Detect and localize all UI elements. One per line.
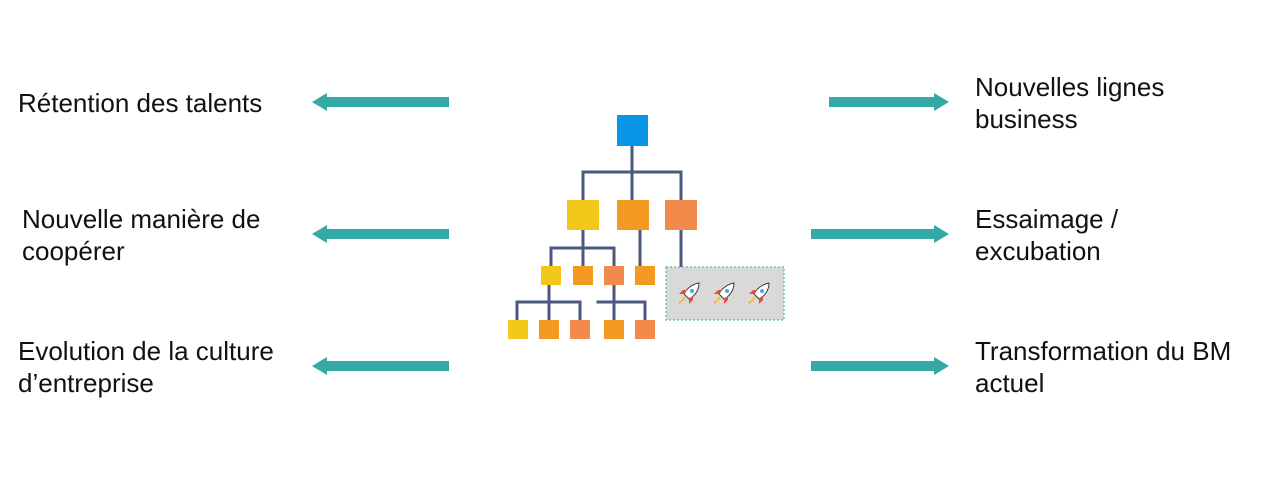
node-l1-orange: [617, 200, 649, 230]
label-transformation-bm: Transformation du BM actuel: [975, 336, 1232, 398]
label-nouvelles-lignes-business: Nouvelles lignes business: [975, 72, 1165, 134]
node-l3-1: [508, 320, 528, 339]
arrow-right-3: [811, 357, 949, 375]
arrow-right-1: [829, 93, 949, 111]
node-l3-5: [635, 320, 655, 339]
node-root: [617, 115, 648, 146]
arrow-left-2: [312, 225, 449, 243]
label-nouvelle-maniere-cooperer: Nouvelle manière de coopérer: [22, 204, 261, 266]
label-evolution-culture: Evolution de la culture d’entreprise: [18, 336, 274, 398]
label-essaimage-excubation: Essaimage / excubation: [975, 204, 1119, 266]
label-retention-talents: Rétention des talents: [18, 88, 263, 118]
arrow-left-3: [312, 357, 449, 375]
connector-lines: [515, 143, 683, 322]
arrow-left-1: [312, 93, 449, 111]
arrow-right-2: [811, 225, 949, 243]
node-l2-3: [604, 266, 624, 285]
node-l3-4: [604, 320, 624, 339]
node-l1-yellow: [567, 200, 599, 230]
node-l3-2: [539, 320, 559, 339]
node-l2-1: [541, 266, 561, 285]
node-l3-3: [570, 320, 590, 339]
node-l2-2: [573, 266, 593, 285]
node-l1-coral: [665, 200, 697, 230]
node-l2-4: [635, 266, 655, 285]
